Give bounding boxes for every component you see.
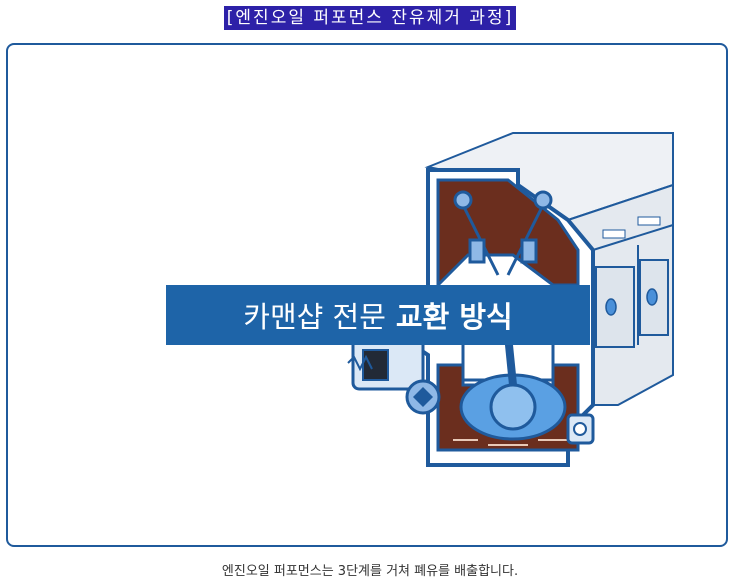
banner-text-regular: 카맨샵 전문 (243, 300, 386, 334)
banner-text-bold: 교환 방식 (395, 300, 513, 334)
video-frame[interactable]: 카맨샵 전문 교환 방식 (6, 43, 728, 547)
page-title: [엔진오일 퍼포먼스 잔유제거 과정] (223, 6, 517, 30)
video-caption: 엔진오일 퍼포먼스는 3단계를 거쳐 폐유를 배출합니다. (221, 564, 519, 579)
engine-block (424, 132, 674, 406)
title-container: [엔진오일 퍼포먼스 잔유제거 과정] (0, 6, 740, 30)
title-banner: 카맨샵 전문 교환 방식 (166, 285, 590, 345)
